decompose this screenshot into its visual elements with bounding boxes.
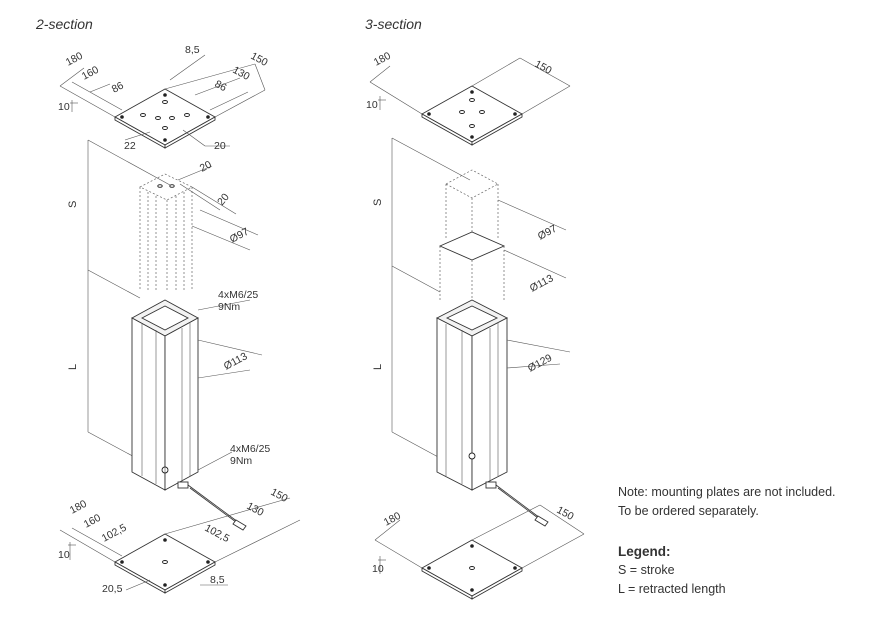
dim-86-left: 86 — [110, 79, 126, 95]
dim-22: 22 — [124, 140, 136, 152]
dim-180-bottom: 180 — [68, 498, 89, 517]
dim-150-bottom-3: 150 — [555, 504, 576, 523]
dim-86-right: 86 — [213, 78, 229, 94]
dim-150-3: 150 — [533, 58, 554, 77]
top-plate-3-section: 180 150 10 — [366, 50, 571, 146]
dim-10-bottom: 10 — [58, 549, 70, 561]
dim-8-5-bottom: 8,5 — [210, 574, 225, 586]
dim-10: 10 — [58, 101, 70, 113]
dim-160-bottom: 160 — [82, 512, 103, 531]
length-label: L — [67, 364, 79, 370]
note-line-1: Note: mounting plates are not included. — [618, 485, 836, 499]
title-2-section: 2-section — [35, 16, 93, 32]
dim-dia-97: Ø97 — [228, 226, 251, 246]
legend-stroke: S = stroke — [618, 563, 675, 577]
note-line-2: To be ordered separately. — [618, 504, 759, 518]
outer-tube-3-section: Ø129 — [436, 299, 571, 527]
stroke-label: S — [67, 201, 79, 208]
dim-8-5: 8,5 — [185, 44, 200, 56]
title-3-section: 3-section — [365, 16, 422, 32]
dim-20: 20 — [214, 140, 226, 152]
dim-150-bottom: 150 — [269, 486, 290, 505]
dim-10-3: 10 — [366, 99, 378, 111]
dim-102-5-right: 102,5 — [203, 522, 232, 545]
stroke-length-dims-3-section: S L — [372, 137, 471, 459]
dim-20-side: 20 — [215, 191, 232, 208]
inner-tube-2-section: 20 20 Ø97 — [139, 158, 259, 292]
note-block: Note: mounting plates are not included. … — [618, 483, 836, 521]
length-label-3: L — [372, 364, 384, 370]
screws-bottom-spec: 4xM6/25 — [230, 443, 270, 455]
dim-150: 150 — [249, 50, 270, 69]
dim-10-bottom-3: 10 — [372, 563, 384, 575]
dim-20-top: 20 — [198, 158, 214, 174]
dim-dia-129: Ø129 — [526, 352, 554, 375]
dim-20-5: 20,5 — [102, 583, 123, 595]
legend-block: Legend: S = stroke L = retracted length — [618, 542, 726, 599]
dim-dia-113-3: Ø113 — [528, 272, 556, 294]
legend-length: L = retracted length — [618, 582, 726, 596]
dim-102-5-left: 102,5 — [100, 522, 129, 545]
dim-180-bottom-3: 180 — [382, 510, 403, 529]
bottom-plate-2-section: 180 160 102,5 150 130 102,5 10 20,5 8,5 — [58, 486, 301, 595]
bottom-plate-3-section: 180 150 10 — [372, 504, 585, 600]
dim-180: 180 — [64, 50, 85, 69]
screws-top-spec: 4xM6/25 — [218, 289, 258, 301]
stroke-label-3: S — [372, 199, 384, 206]
screws-top-torque: 9Nm — [218, 301, 240, 313]
inner-tubes-3-section: Ø97 Ø113 — [438, 169, 567, 310]
outer-tube-2-section: 4xM6/25 9Nm Ø113 4xM6/25 9Nm — [131, 289, 270, 531]
stroke-length-dims-2-section: S L — [67, 139, 171, 461]
top-plate-2-section: 180 160 86 8,5 150 130 86 10 22 20 — [58, 44, 270, 152]
screws-bottom-torque: 9Nm — [230, 455, 252, 467]
dim-160: 160 — [80, 64, 101, 83]
legend-title: Legend: — [618, 544, 671, 559]
dim-130-bottom: 130 — [245, 500, 266, 519]
dim-dia-113: Ø113 — [222, 350, 250, 372]
